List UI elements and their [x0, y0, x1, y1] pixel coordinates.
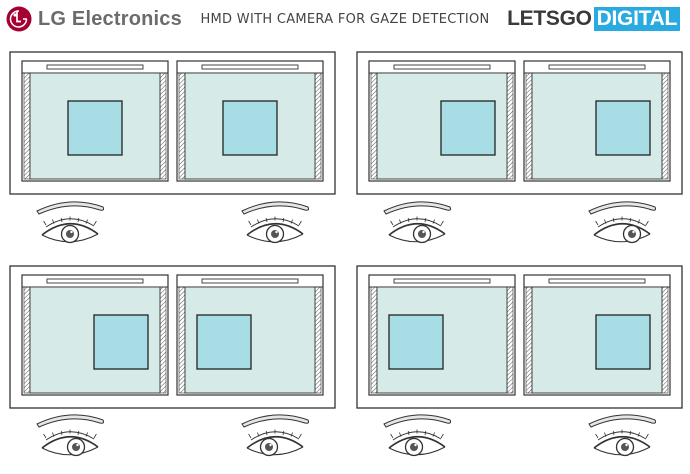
side-wall: [159, 72, 167, 180]
display: [523, 274, 671, 396]
eye-icon: [588, 414, 657, 457]
pupil: [72, 443, 80, 451]
target-square: [388, 314, 444, 370]
side-wall: [525, 72, 533, 180]
lower-lid: [246, 446, 304, 456]
target-square: [595, 314, 651, 370]
side-wall: [525, 286, 533, 394]
brand-part1: LETSGO: [507, 7, 592, 30]
lower-lid: [388, 233, 446, 243]
target-square: [595, 100, 651, 156]
display: [368, 60, 516, 182]
target-square: [67, 100, 123, 156]
panel-bottom-right: [356, 265, 683, 457]
eyebrow-icon: [383, 201, 452, 215]
upper-lid: [593, 436, 651, 449]
side-wall: [23, 72, 31, 180]
display: [368, 274, 516, 396]
lower-lid: [593, 233, 651, 243]
header: LG Electronics HMD WITH CAMERA FOR GAZE …: [0, 0, 690, 40]
target-square: [93, 314, 149, 370]
eyebrow-icon: [241, 201, 310, 215]
eyebrow-icon: [383, 414, 452, 428]
side-wall: [370, 286, 378, 394]
target-square: [196, 314, 252, 370]
upper-lid: [41, 436, 99, 449]
camera-slot: [46, 64, 144, 70]
eye-icon: [383, 201, 452, 244]
side-wall: [314, 286, 322, 394]
eye-icon: [383, 414, 452, 457]
pupil: [410, 443, 418, 451]
camera-slot: [46, 278, 144, 284]
panel-top-right: [356, 51, 683, 244]
upper-lid: [388, 436, 446, 449]
eye-icon: [241, 414, 310, 457]
upper-lid: [593, 223, 651, 236]
side-wall: [159, 286, 167, 394]
side-wall: [314, 72, 322, 180]
lg-logo-icon: [6, 6, 32, 32]
upper-lid: [41, 223, 99, 236]
display: [21, 60, 169, 182]
target-square: [440, 100, 496, 156]
eye-icon: [241, 201, 310, 244]
letsgo-digital-logo: LETSGO DIGITAL: [507, 7, 680, 31]
side-wall: [178, 286, 186, 394]
pupil: [271, 230, 279, 238]
eyebrow-icon: [36, 414, 105, 428]
eyebrow-icon: [588, 414, 657, 428]
eyebrow-icon: [36, 201, 105, 215]
side-wall: [506, 286, 514, 394]
panel-bottom-left: [9, 265, 336, 457]
target-square: [222, 100, 278, 156]
side-wall: [661, 72, 669, 180]
side-wall: [23, 286, 31, 394]
display: [176, 274, 324, 396]
camera-slot: [393, 278, 491, 284]
eye-icon: [36, 201, 105, 244]
upper-lid: [246, 436, 304, 449]
camera-slot: [393, 64, 491, 70]
display: [523, 60, 671, 182]
figure-title: HMD WITH CAMERA FOR GAZE DETECTION: [200, 12, 490, 27]
pupil: [66, 230, 74, 238]
brand-part2: DIGITAL: [593, 7, 680, 31]
side-wall: [506, 72, 514, 180]
eyebrow-icon: [241, 414, 310, 428]
side-wall: [370, 72, 378, 180]
camera-slot: [548, 64, 646, 70]
eye-icon: [588, 201, 657, 244]
pupil: [418, 230, 426, 238]
display: [21, 274, 169, 396]
side-wall: [661, 286, 669, 394]
upper-lid: [246, 223, 304, 236]
lg-logo: LG Electronics: [6, 6, 182, 32]
panel-top-left: [9, 51, 336, 244]
camera-slot: [548, 278, 646, 284]
eyebrow-icon: [588, 201, 657, 215]
pupil: [628, 230, 636, 238]
eye-icon: [36, 414, 105, 457]
lg-logo-text: LG Electronics: [38, 8, 182, 30]
display: [176, 60, 324, 182]
camera-slot: [201, 64, 299, 70]
camera-slot: [201, 278, 299, 284]
pupil: [265, 443, 273, 451]
pupil: [621, 443, 629, 451]
lower-lid: [41, 446, 99, 456]
upper-lid: [388, 223, 446, 236]
side-wall: [178, 72, 186, 180]
